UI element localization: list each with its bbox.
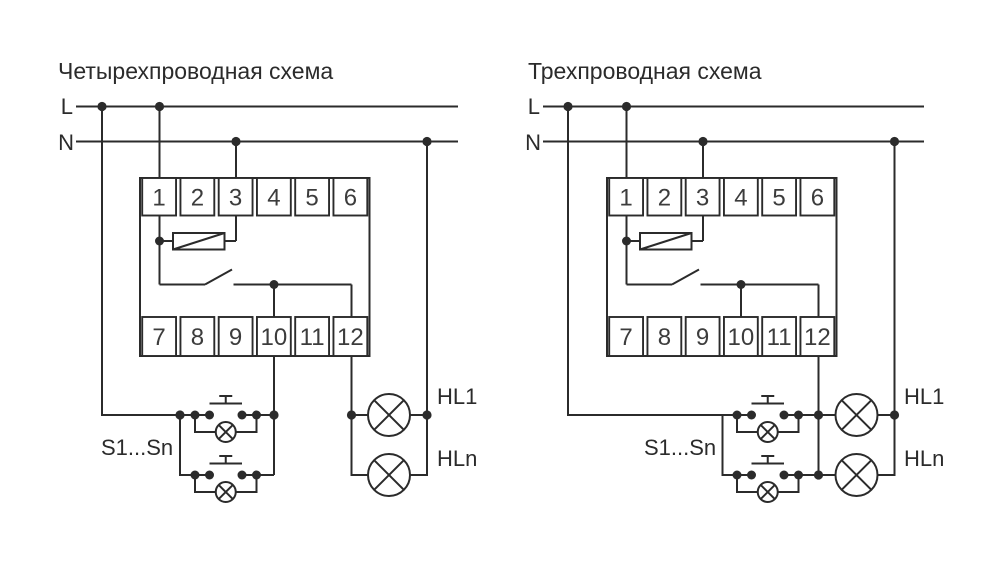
switch-group-label: S1...Sn	[644, 435, 716, 460]
junction-dot	[175, 410, 185, 420]
terminal-number: 9	[696, 324, 709, 351]
junction-dot	[621, 101, 632, 112]
terminal-number: 10	[728, 324, 755, 351]
junction-dot	[889, 136, 900, 147]
lamp-hln	[367, 453, 411, 497]
relay-box	[606, 177, 838, 357]
terminal-number: 1	[619, 185, 632, 212]
terminal-number: 5	[305, 185, 318, 212]
lamp-hln	[834, 453, 879, 497]
diagram-three-wire-scheme: Трехпроводная схема L N 1 2 3 4 5 6 7 8 …	[525, 58, 944, 503]
terminal-number: 4	[267, 185, 280, 212]
terminal-number: 3	[696, 185, 709, 212]
terminal-number: 10	[261, 324, 288, 351]
junction-dot	[563, 101, 573, 112]
junction-dot	[346, 410, 357, 420]
switch-feed-wire	[567, 106, 752, 416]
junction-dot	[889, 410, 900, 420]
terminal-number: 6	[811, 185, 824, 212]
diagram-title: Трехпроводная схема	[528, 58, 762, 84]
lamp-neutral-wire	[878, 141, 896, 476]
terminal-number: 2	[191, 185, 204, 212]
terminal-number: 4	[734, 185, 747, 212]
junction-dot	[231, 136, 241, 147]
terminal-number: 11	[300, 324, 325, 351]
terminal12-lamp-wire	[350, 356, 368, 476]
junction-dot	[813, 410, 824, 420]
junction-dot	[422, 136, 432, 147]
junction-dot	[97, 101, 107, 112]
terminal-number: 7	[152, 324, 165, 351]
switch-unit	[731, 395, 804, 443]
switch-unit	[731, 455, 804, 503]
terminal-number: 2	[658, 185, 671, 212]
junction-dot	[269, 410, 279, 420]
lamp-label-hl1: HL1	[904, 384, 944, 409]
terminal-number: 12	[337, 324, 364, 351]
phase-label-l: L	[528, 94, 540, 119]
lamp-label-hl1: HL1	[437, 384, 477, 409]
switch-unit	[189, 455, 262, 503]
lamp-hl1	[367, 393, 411, 437]
diagram-title: Четырехпроводная схема	[58, 58, 333, 84]
terminal-number: 1	[152, 185, 165, 212]
terminal-number: 7	[619, 324, 632, 351]
terminal-number: 6	[344, 185, 357, 212]
junction-dot	[698, 136, 708, 147]
terminal-number: 3	[229, 185, 242, 212]
terminal-number: 12	[804, 324, 831, 351]
lamp-label-hln: HLn	[437, 446, 477, 471]
neutral-label-n: N	[525, 130, 541, 155]
junction-dot	[813, 470, 824, 480]
relay-box	[139, 177, 371, 357]
junction-dot	[422, 410, 432, 420]
junction-dot	[154, 101, 165, 112]
phase-label-l: L	[61, 94, 73, 119]
terminal-number: 8	[658, 324, 671, 351]
lamp-label-hln: HLn	[904, 446, 944, 471]
terminal-number: 5	[772, 185, 785, 212]
neutral-label-n: N	[58, 130, 74, 155]
lamp-neutral-wire	[410, 141, 428, 476]
terminal-number: 8	[191, 324, 204, 351]
switch-row2-wire	[721, 415, 836, 476]
diagram-four-wire-scheme: Четырехпроводная схема L N 1 2 3 4 5 6 7…	[58, 58, 477, 503]
switch-group-label: S1...Sn	[101, 435, 173, 460]
terminal-number: 11	[767, 324, 792, 351]
switch-feed-wire	[101, 106, 210, 416]
switch-unit	[189, 395, 262, 443]
terminal-number: 9	[229, 324, 242, 351]
lamp-hl1	[834, 393, 879, 437]
